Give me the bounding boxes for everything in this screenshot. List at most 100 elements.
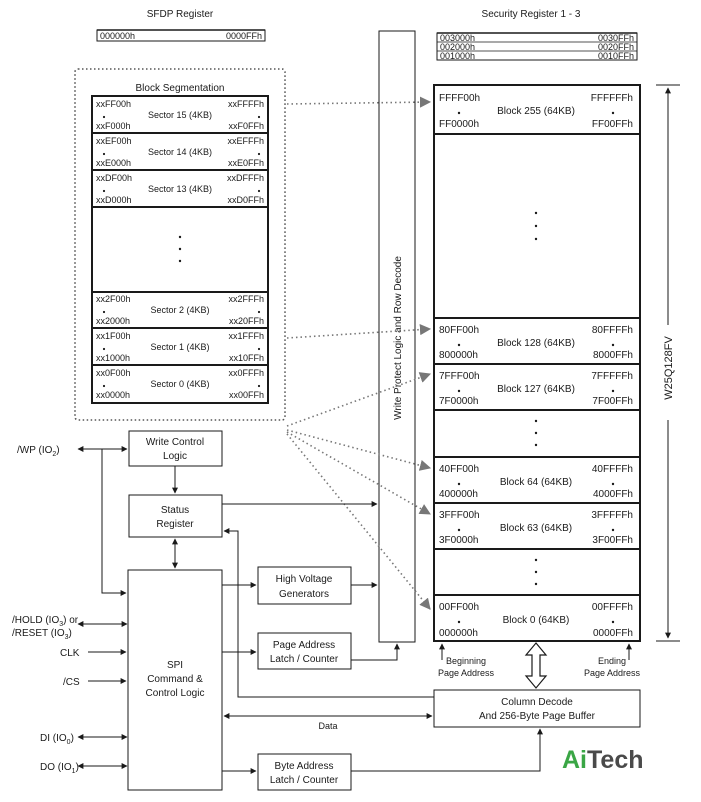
- sector-1-bottom-left: xx1000h: [96, 353, 130, 363]
- column-decode-buffer: Column Decode And 256-Byte Page Buffer: [433, 689, 641, 728]
- part-number-dimension: W25Q128FV: [656, 84, 680, 642]
- sector-2-label: Sector 2 (4KB): [150, 305, 209, 315]
- sector-2-top-right: xx2FFFh: [228, 294, 264, 304]
- block-0: 00FF00h 000000h 00FFFFh 0000FFh Block 0 …: [439, 602, 633, 639]
- block-0-top-left: 00FF00h: [439, 602, 479, 613]
- pin-hold: /HOLD (IO3) or: [12, 615, 79, 628]
- write-control-line-2: Logic: [163, 451, 187, 462]
- sector-13-top-left: xxDF00h: [96, 173, 132, 183]
- pin-di: DI (IO0): [40, 733, 74, 746]
- sector-13: xxDF00h xxD000h xxDFFFh xxD0FFh Sector 1…: [96, 173, 264, 205]
- security-reg-3-end: 0030FFh: [598, 33, 634, 43]
- block-0-label: Block 0 (64KB): [503, 615, 570, 626]
- sector-2-bottom-left: xx2000h: [96, 316, 130, 326]
- block-127-top-left: 7FFF00h: [439, 371, 480, 382]
- page-address-line-1: Page Address: [273, 640, 335, 651]
- byte-address-line-1: Byte Address: [275, 761, 334, 772]
- sector-0-label: Sector 0 (4KB): [150, 379, 209, 389]
- sector-13-top-right: xxDFFFh: [227, 173, 264, 183]
- security-registers: 003000h 0030FFh 002000h 0020FFh 001000h …: [436, 32, 638, 61]
- sector-1: xx1F00h xx1000h xx1FFFh xx10FFh Sector 1…: [96, 331, 264, 363]
- block-128-top-right: 80FFFFh: [592, 325, 633, 336]
- block-0-bottom-right: 0000FFh: [593, 628, 633, 639]
- sector-0-bottom-left: xx0000h: [96, 390, 130, 400]
- block-128-label: Block 128 (64KB): [497, 338, 575, 349]
- status-register-line-1: Status: [161, 505, 189, 516]
- sector-15-label: Sector 15 (4KB): [148, 110, 212, 120]
- block-63-bottom-left: 3F0000h: [439, 535, 478, 546]
- pin-reset: /RESET (IO3): [12, 628, 72, 641]
- sector-15-top-left: xxFF00h: [96, 99, 131, 109]
- spi-line-1: SPI: [167, 660, 183, 671]
- sector-1-label: Sector 1 (4KB): [150, 342, 209, 352]
- write-control-line-1: Write Control: [146, 437, 204, 448]
- sector-13-label: Sector 13 (4KB): [148, 184, 212, 194]
- security-reg-1-start: 001000h: [440, 51, 475, 61]
- ending-page-line-1: Ending: [598, 656, 626, 666]
- block-0-top-right: 00FFFFh: [592, 602, 633, 613]
- sector-15: xxFF00h xxF000h xxFFFFh xxF0FFh Sector 1…: [96, 99, 264, 131]
- block-255-bottom-right: FF00FFh: [592, 119, 633, 130]
- block-segmentation-outline: [74, 68, 286, 421]
- block-255-label: Block 255 (64KB): [497, 106, 575, 117]
- block-segmentation-title: Block Segmentation: [136, 83, 225, 94]
- block-255-top-right: FFFFFFh: [591, 93, 633, 104]
- part-number-label: W25Q128FV: [663, 336, 675, 400]
- spi-control-logic: SPI Command & Control Logic: [127, 569, 223, 791]
- block-63-bottom-right: 3F00FFh: [592, 535, 633, 546]
- pin-wp: /WP (IO2): [17, 445, 60, 458]
- page-address-line-2: Latch / Counter: [270, 654, 339, 665]
- sfdp-title: SFDP Register: [147, 9, 214, 20]
- sector-15-top-right: xxFFFFh: [228, 99, 264, 109]
- high-voltage-generators: High Voltage Generators: [257, 566, 352, 605]
- sector-0-top-left: xx0F00h: [96, 368, 131, 378]
- sector-2-top-left: xx2F00h: [96, 294, 131, 304]
- pin-cs: /CS: [63, 677, 80, 688]
- block-128-top-left: 80FF00h: [439, 325, 479, 336]
- block-64-top-left: 40FF00h: [439, 464, 479, 475]
- column-decode-line-1: Column Decode: [501, 697, 573, 708]
- block-127-label: Block 127 (64KB): [497, 384, 575, 395]
- write-protect-logic-bar: Write Protect Logic and Row Decode: [378, 30, 416, 643]
- pin-do: DO (IO1): [40, 762, 79, 775]
- sector-2-bottom-right: xx20FFh: [229, 316, 264, 326]
- beginning-page-line-2: Page Address: [438, 668, 495, 678]
- write-protect-label: Write Protect Logic and Row Decode: [393, 256, 404, 420]
- sector-13-bottom-right: xxD0FFh: [227, 195, 264, 205]
- sector-0: xx0F00h xx0000h xx0FFFh xx00FFh Sector 0…: [96, 368, 264, 400]
- sector-1-top-right: xx1FFFh: [228, 331, 264, 341]
- sector-14-top-left: xxEF00h: [96, 136, 132, 146]
- sector-14-bottom-left: xxE000h: [96, 158, 131, 168]
- block-127-top-right: 7FFFFFh: [591, 371, 633, 382]
- beginning-page-line-1: Beginning: [446, 656, 486, 666]
- page-address-latch: Page Address Latch / Counter: [257, 632, 352, 670]
- block-63-top-right: 3FFFFFh: [591, 510, 633, 521]
- write-control-logic: Write Control Logic: [128, 430, 223, 467]
- security-title: Security Register 1 - 3: [482, 9, 581, 20]
- sector-2: xx2F00h xx2000h xx2FFFh xx20FFh Sector 2…: [96, 294, 264, 326]
- sector-15-bottom-right: xxF0FFh: [228, 121, 264, 131]
- block-array: [433, 84, 641, 642]
- sector-1-bottom-right: xx10FFh: [229, 353, 264, 363]
- security-reg-2-end: 0020FFh: [598, 42, 634, 52]
- brand-logo: AiTech: [562, 746, 644, 774]
- sector-14-label: Sector 14 (4KB): [148, 147, 212, 157]
- connections: [77, 446, 632, 774]
- block-63: 3FFF00h 3F0000h 3FFFFFh 3F00FFh Block 63…: [439, 510, 633, 546]
- pin-clk: CLK: [60, 648, 80, 659]
- block-64-bottom-right: 4000FFh: [593, 489, 633, 500]
- data-transfer-arrow: [524, 642, 548, 689]
- column-decode-line-2: And 256-Byte Page Buffer: [479, 711, 596, 722]
- block-255: FFFF00h FF0000h FFFFFFh FF00FFh Block 25…: [439, 93, 633, 130]
- block-128: 80FF00h 800000h 80FFFFh 8000FFh Block 12…: [439, 325, 633, 361]
- block-ellipsis-upper: [534, 211, 538, 241]
- ending-page-line-2: Page Address: [584, 668, 641, 678]
- block-63-top-left: 3FFF00h: [439, 510, 480, 521]
- spi-line-2: Command &: [147, 674, 203, 685]
- status-register: Status Register: [128, 494, 223, 538]
- mapping-arrows: [286, 96, 432, 610]
- block-127: 7FFF00h 7F0000h 7FFFFFh 7F00FFh Block 12…: [439, 371, 633, 407]
- block-64-top-right: 40FFFFh: [592, 464, 633, 475]
- high-voltage-line-2: Generators: [279, 589, 329, 600]
